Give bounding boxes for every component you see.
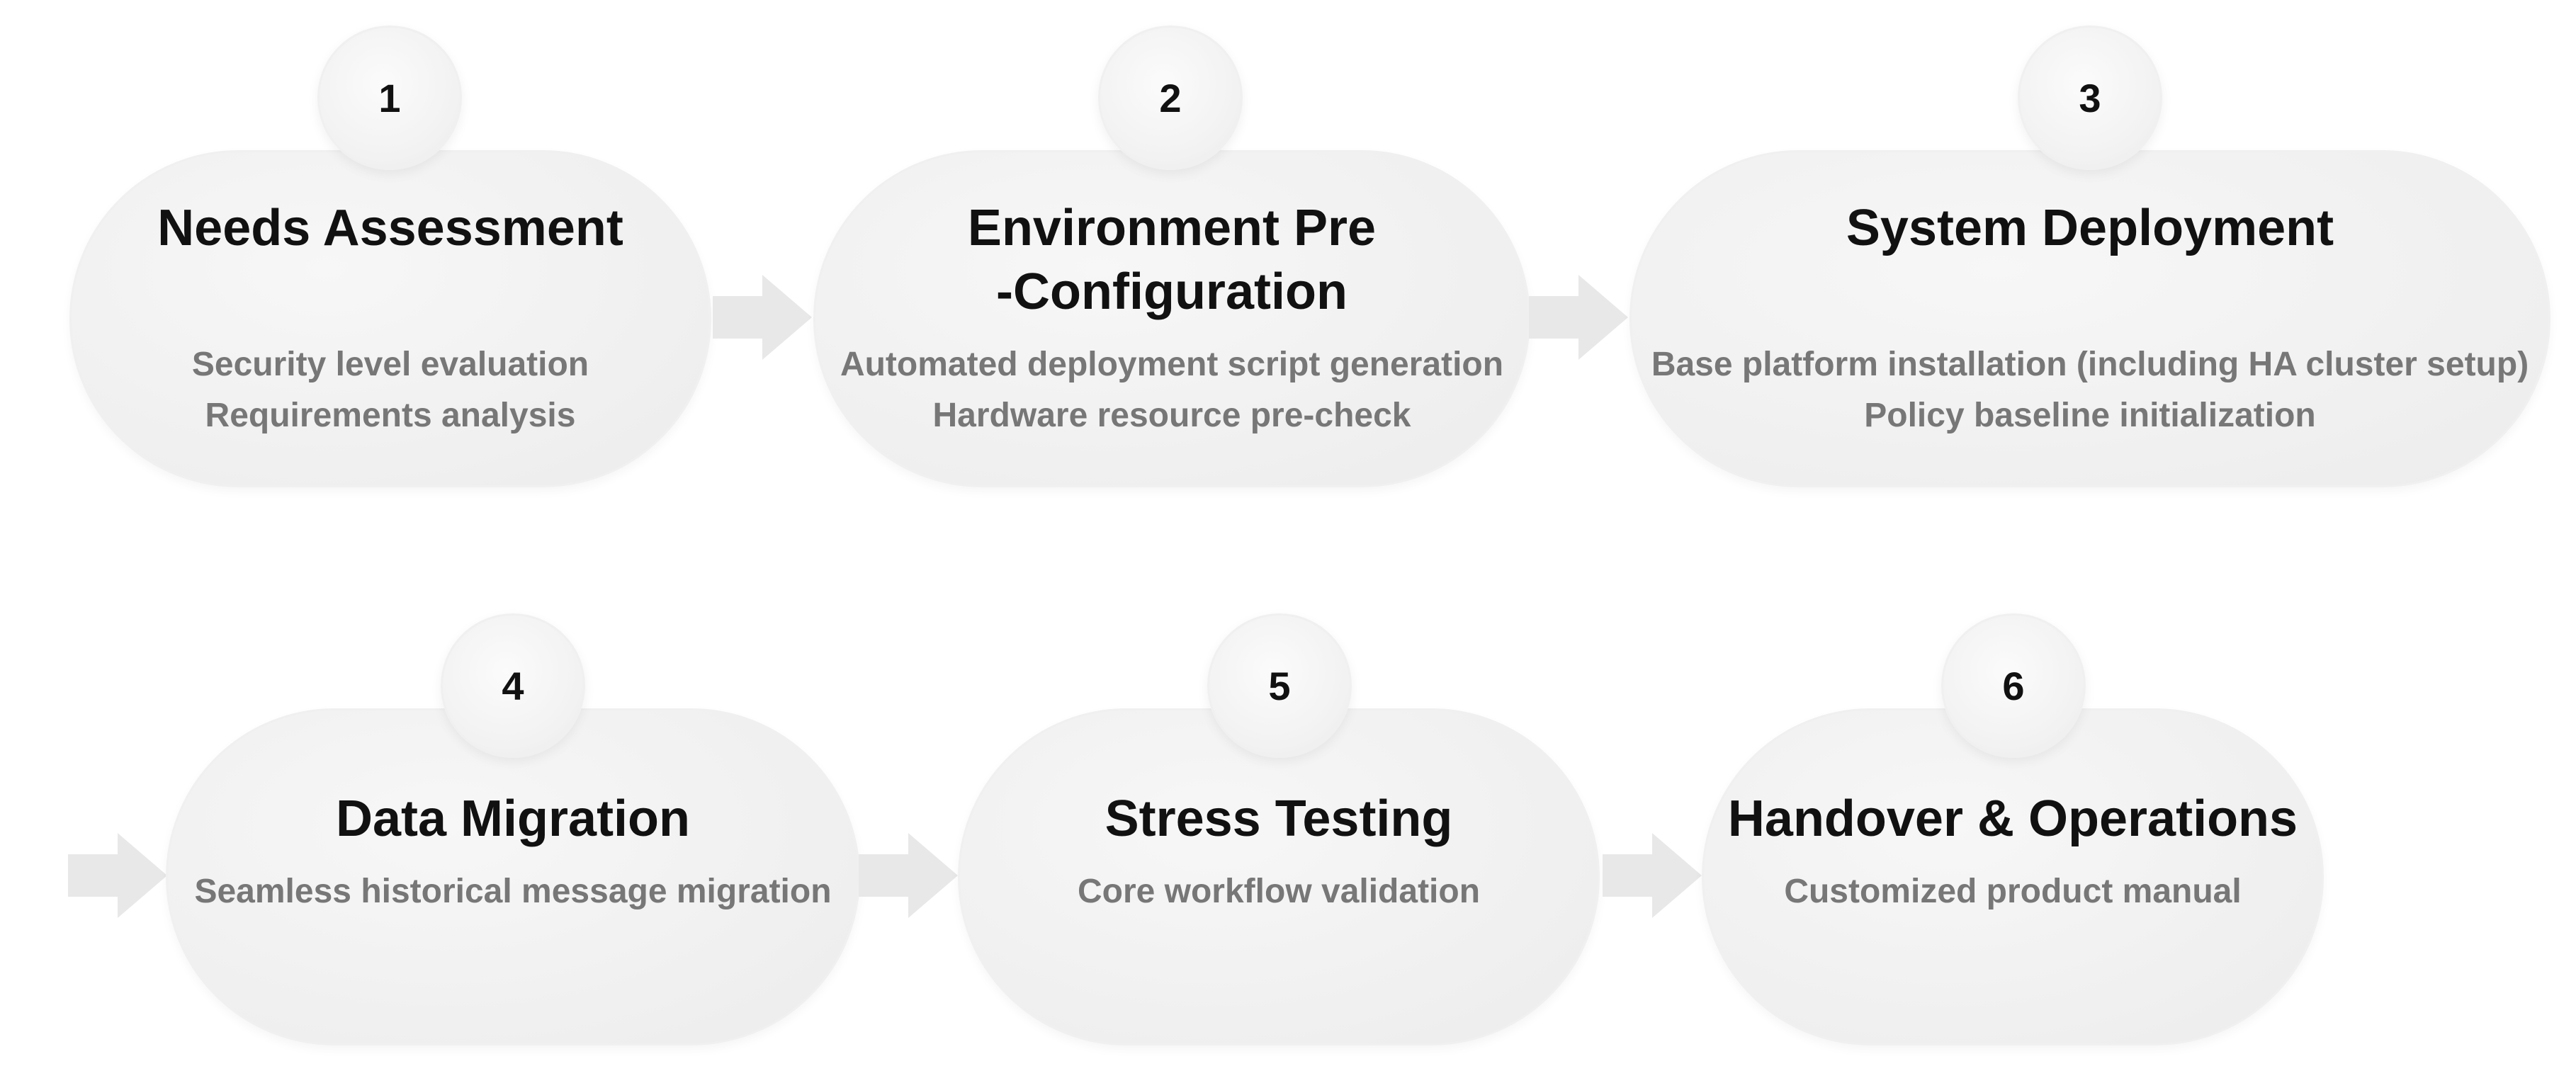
step-5-number: 5 <box>1268 663 1291 708</box>
step-4-badge: 4 <box>441 613 585 758</box>
step-2-title-line-1: Environment Pre <box>967 200 1377 256</box>
step-3-detail-1: Base platform installation (including HA… <box>1651 346 2529 383</box>
step-3-card: System Deployment Base platform installa… <box>1629 150 2550 487</box>
step-5-card: Stress Testing Core workflow validation <box>958 708 1600 1046</box>
step-1-detail-2: Requirements analysis <box>205 397 576 434</box>
step-2-number: 2 <box>1159 75 1182 120</box>
step-6-badge: 6 <box>1941 613 2086 758</box>
step-3-number: 3 <box>2079 75 2101 120</box>
step-2-badge: 2 <box>1098 26 1243 170</box>
step-3-badge: 3 <box>2018 26 2162 170</box>
arrow-icon <box>859 833 958 918</box>
step-1-card: Needs Assessment Security level evaluati… <box>69 150 711 487</box>
step-2-card: Environment Pre -Configuration Automated… <box>813 150 1530 487</box>
arrow-icon <box>713 275 812 360</box>
step-5-title: Stress Testing <box>1105 790 1453 847</box>
step-1-detail-1: Security level evaluation <box>191 346 589 383</box>
step-4-card: Data Migration Seamless historical messa… <box>166 708 860 1046</box>
step-5-badge: 5 <box>1207 613 1352 758</box>
step-3-detail-2: Policy baseline initialization <box>1864 397 2316 434</box>
step-4-title: Data Migration <box>335 790 691 847</box>
step-2-detail-1: Automated deployment script generation <box>840 346 1504 383</box>
step-5-detail-1: Core workflow validation <box>1077 873 1481 910</box>
step-1-badge: 1 <box>317 26 462 170</box>
step-4-number: 4 <box>502 663 524 708</box>
step-1-title: Needs Assessment <box>157 200 623 256</box>
arrow-icon <box>1529 275 1628 360</box>
step-4-detail-1: Seamless historical message migration <box>194 873 832 910</box>
arrow-icon <box>68 833 167 918</box>
step-6-card: Handover & Operations Customized product… <box>1702 708 2324 1046</box>
step-2-detail-2: Hardware resource pre-check <box>932 397 1411 434</box>
arrow-icon <box>1603 833 1702 918</box>
step-3-title: System Deployment <box>1846 200 2334 256</box>
step-2-title-line-2: -Configuration <box>996 264 1348 320</box>
step-6-title: Handover & Operations <box>1727 790 2298 847</box>
step-1-number: 1 <box>378 75 401 120</box>
step-6-detail-1: Customized product manual <box>1784 873 2242 910</box>
step-6-number: 6 <box>2002 663 2025 708</box>
